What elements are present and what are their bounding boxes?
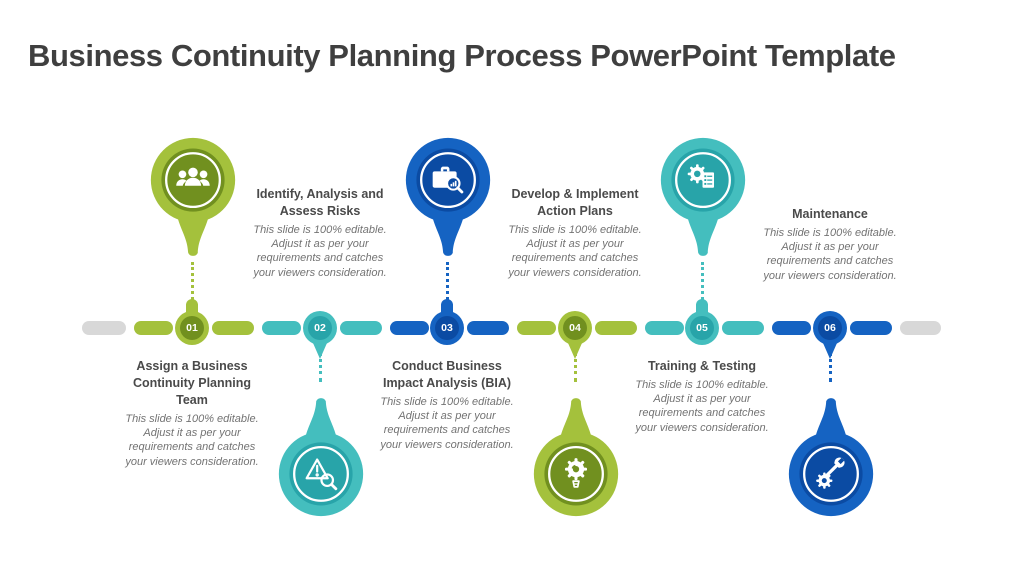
step-title: Develop & Implement Action Plans [511, 187, 639, 218]
step-title: Identify, Analysis and Assess Risks [256, 187, 384, 218]
connector-dotted-line [446, 262, 449, 300]
step-text-block: Develop & Implement Action Plans This sl… [505, 186, 645, 280]
step-text-block: Assign a Business Continuity Planning Te… [122, 358, 262, 469]
timeline-segment [467, 321, 509, 335]
step-number: 03 [441, 322, 453, 334]
risk-warning-magnifier-icon [305, 458, 338, 491]
step-marker [533, 398, 619, 517]
step-marker [660, 137, 746, 256]
step-title: Assign a Business Continuity Planning Te… [132, 359, 252, 407]
timeline-segment [212, 321, 254, 335]
node-stub [823, 343, 837, 359]
timeline-segment [645, 321, 684, 335]
step-description: This slide is 100% editable. Adjust it a… [635, 378, 769, 434]
timeline-node-5: 05 [685, 311, 719, 345]
timeline-segment [517, 321, 556, 335]
timeline-segment [722, 321, 764, 335]
step-number: 02 [314, 322, 326, 334]
connector-dotted-line [701, 262, 704, 300]
gear-idea-icon [564, 458, 588, 488]
step-title: Conduct Business Impact Analysis (BIA) [382, 359, 512, 390]
step-marker [788, 398, 874, 517]
step-description: This slide is 100% editable. Adjust it a… [763, 226, 897, 282]
timeline-segment [390, 321, 429, 335]
timeline-node-2: 02 [303, 311, 337, 345]
step-number: 01 [186, 322, 198, 334]
step-text-block: Maintenance This slide is 100% editable.… [760, 206, 900, 283]
timeline-node-6: 06 [813, 311, 847, 345]
timeline-segment [134, 321, 173, 335]
step-number: 06 [824, 322, 836, 334]
timeline-segment [850, 321, 892, 335]
connector-dotted-line [829, 352, 832, 382]
timeline-segment [772, 321, 811, 335]
connector-dotted-line [191, 262, 194, 300]
page-title: Business Continuity Planning Process Pow… [28, 38, 896, 73]
gear-checklist-icon [687, 164, 715, 188]
timeline-segment [82, 321, 126, 335]
connector-dotted-line [319, 352, 322, 382]
step-number: 05 [696, 322, 708, 334]
timeline-segment [262, 321, 301, 335]
timeline-segment [900, 321, 941, 335]
step-marker [150, 137, 236, 256]
step-description: This slide is 100% editable. Adjust it a… [125, 412, 259, 468]
team-icon [176, 167, 210, 186]
step-description: This slide is 100% editable. Adjust it a… [508, 223, 642, 279]
timeline-node-3: 03 [430, 311, 464, 345]
timeline-segment [340, 321, 382, 335]
timeline-node-1: 01 [175, 311, 209, 345]
step-description: This slide is 100% editable. Adjust it a… [253, 223, 387, 279]
connector-dotted-line [574, 352, 577, 382]
step-title: Training & Testing [647, 359, 757, 373]
timeline-segment [595, 321, 637, 335]
briefcase-analysis-icon [432, 166, 464, 194]
step-text-block: Identify, Analysis and Assess Risks This… [250, 186, 390, 280]
node-stub [568, 343, 582, 359]
step-number: 04 [569, 322, 581, 334]
wrench-gear-icon [816, 457, 845, 489]
step-description: This slide is 100% editable. Adjust it a… [380, 395, 514, 451]
step-text-block: Training & Testing This slide is 100% ed… [632, 358, 772, 435]
step-marker [278, 398, 364, 517]
step-title: Maintenance [792, 207, 868, 221]
timeline-node-4: 04 [558, 311, 592, 345]
node-stub [313, 343, 327, 359]
step-text-block: Conduct Business Impact Analysis (BIA) T… [377, 358, 517, 452]
step-marker [405, 137, 491, 256]
